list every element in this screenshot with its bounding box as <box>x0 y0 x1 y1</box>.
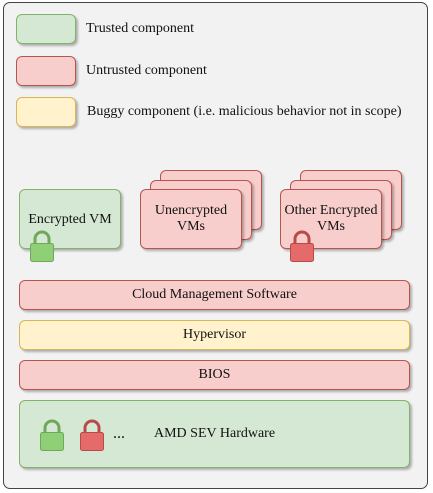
hypervisor-label: Hypervisor <box>183 327 246 342</box>
legend-untrusted-label: Untrusted component <box>86 63 207 78</box>
legend-trusted-swatch <box>16 14 76 44</box>
cloud-management-layer: Cloud Management Software <box>19 280 410 310</box>
lock-icon <box>80 419 104 451</box>
other-encrypted-vms-box: Other Encrypted VMs <box>280 189 382 249</box>
hardware-label: AMD SEV Hardware <box>154 426 276 441</box>
legend-buggy-label: Buggy component (i.e. malicious behavior… <box>87 104 402 119</box>
legend-trusted-label: Trusted component <box>86 21 194 36</box>
bios-layer: BIOS <box>19 360 410 390</box>
lock-icon <box>290 230 314 262</box>
unencrypted-vms-label: Unencrypted VMs <box>154 203 228 234</box>
other-encrypted-vms-label: Other Encrypted VMs <box>284 203 378 234</box>
unencrypted-vms-box: Unencrypted VMs <box>140 189 242 249</box>
cloud-management-label: Cloud Management Software <box>132 287 297 302</box>
lock-icon <box>30 230 54 262</box>
hypervisor-layer: Hypervisor <box>19 320 410 350</box>
hardware-layer <box>19 400 410 468</box>
hardware-ellipsis: ... <box>113 425 125 442</box>
legend-buggy-swatch <box>16 97 76 127</box>
encrypted-vm-label: Encrypted VM <box>28 212 112 227</box>
legend-untrusted-swatch <box>16 56 76 86</box>
bios-label: BIOS <box>198 367 231 382</box>
lock-icon <box>40 419 64 451</box>
